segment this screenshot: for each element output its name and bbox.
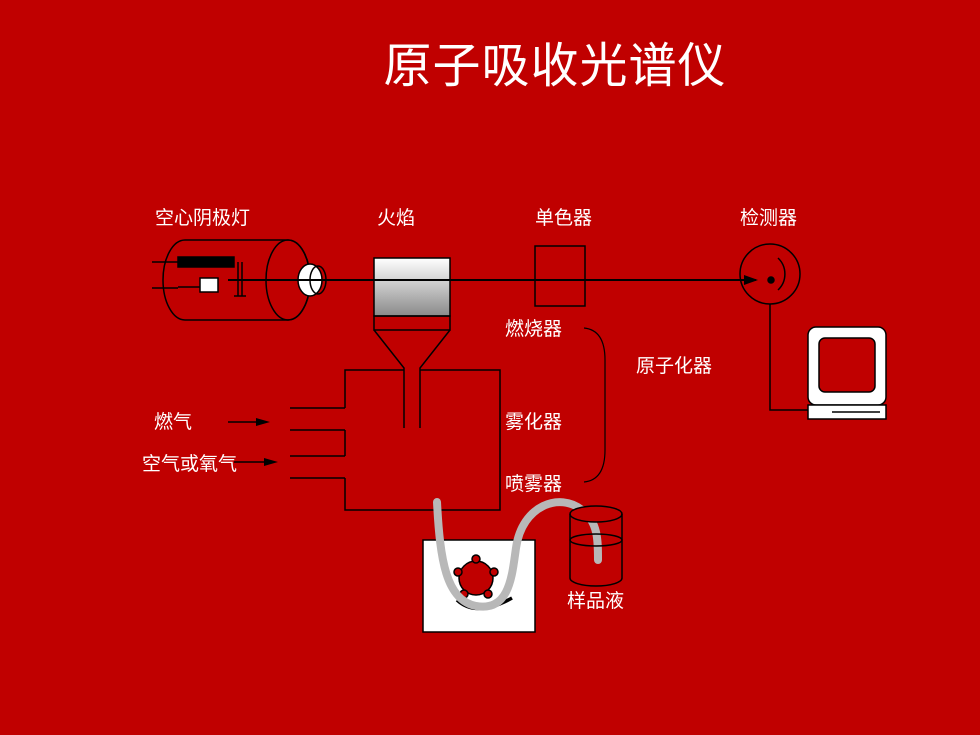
fuel-arrow-head (256, 418, 270, 426)
detector (739, 243, 810, 411)
air-arrow-head (264, 458, 278, 466)
label-flame: 火焰 (377, 207, 415, 229)
label-atomizer: 原子化器 (636, 355, 712, 377)
label-monochromator: 单色器 (535, 207, 592, 229)
atomizer-bracket (583, 327, 606, 483)
beam-arrowhead (744, 275, 758, 285)
label-hollow-cathode-lamp: 空心阴极灯 (155, 207, 250, 229)
label-fuel-gas: 燃气 (154, 411, 192, 433)
flame-burner (373, 257, 451, 428)
label-sample-solution: 样品液 (567, 590, 624, 612)
label-detector: 检测器 (740, 207, 797, 229)
monochromator-box (534, 245, 586, 307)
sample-beaker (569, 505, 623, 587)
label-nebulizer-chamber: 雾化器 (505, 411, 562, 433)
label-sprayer: 喷雾器 (505, 473, 562, 495)
slide-title: 原子吸收光谱仪 (383, 38, 727, 94)
mixing-chamber (228, 369, 501, 511)
label-burner: 燃烧器 (505, 318, 562, 340)
label-air-or-oxygen: 空气或氧气 (142, 453, 237, 475)
computer-icon (807, 326, 887, 420)
